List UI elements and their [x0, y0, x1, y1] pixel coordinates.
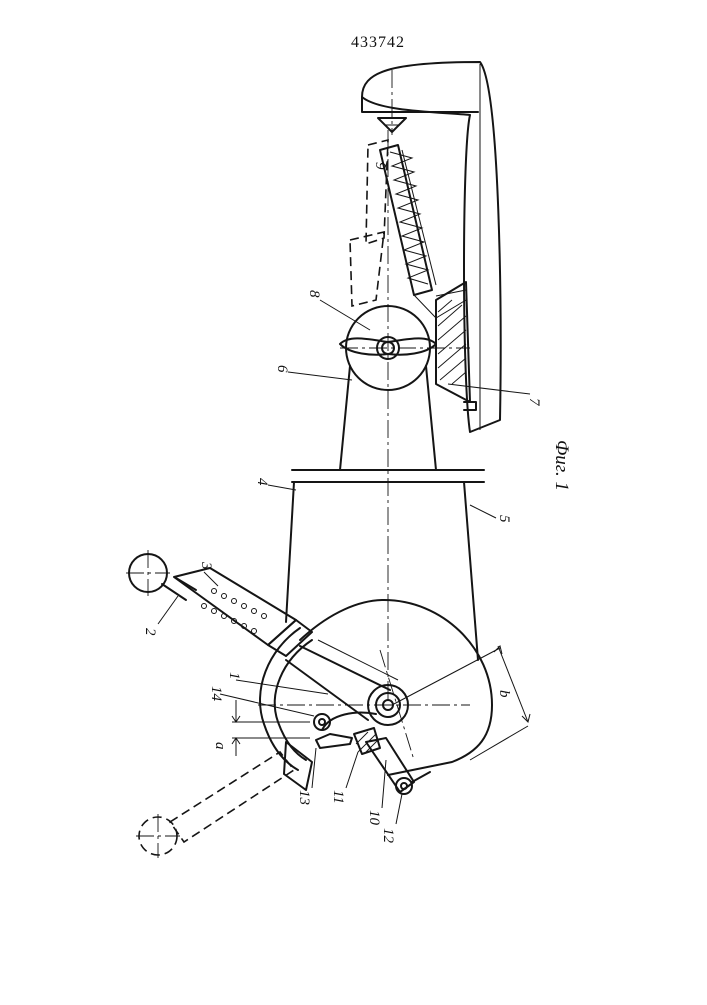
label-13: 13	[296, 790, 312, 805]
label-8: 8	[306, 290, 322, 298]
label-a: a	[212, 742, 228, 750]
label-4: 4	[254, 478, 270, 486]
label-11: 11	[330, 790, 346, 804]
label-10: 10	[366, 810, 382, 826]
label-5: 5	[496, 515, 512, 523]
label-3: 3	[198, 561, 214, 570]
handle-alt-position	[136, 752, 294, 858]
label-9: 9	[372, 162, 388, 170]
lever-1	[286, 640, 398, 720]
label-b: b	[496, 690, 512, 698]
label-14: 14	[208, 686, 224, 702]
leader-lines	[158, 160, 530, 824]
dimension-b	[392, 646, 530, 760]
spring-bracket	[414, 290, 466, 318]
label-1: 1	[226, 672, 242, 680]
handle-rod-2	[126, 550, 312, 656]
bracket-7	[436, 282, 476, 410]
label-2: 2	[142, 628, 158, 636]
shank-tube	[286, 366, 484, 660]
patent-number: 433742	[351, 34, 405, 51]
label-12: 12	[380, 828, 396, 844]
lever-10	[366, 738, 430, 794]
label-6: 6	[274, 365, 290, 373]
label-7: 7	[526, 398, 542, 407]
dimension-a	[232, 700, 310, 756]
figure-caption: Фиг. 1	[551, 440, 572, 491]
